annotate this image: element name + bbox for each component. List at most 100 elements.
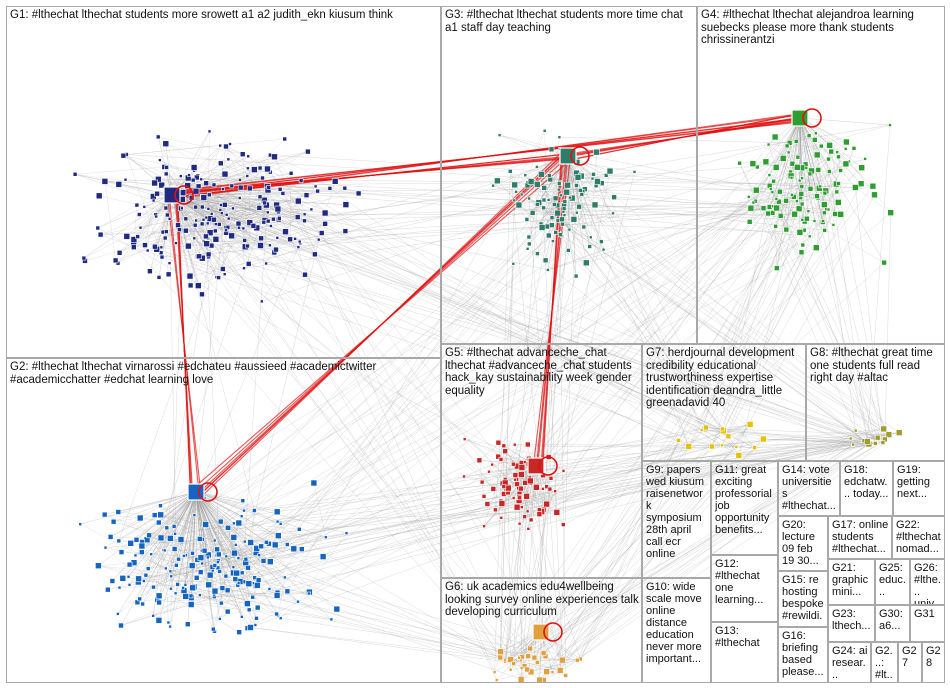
group-label-g31: G31 <box>914 608 935 620</box>
vertex-node <box>303 192 310 198</box>
group-box-g9[interactable]: G9: papers wed kiusum raisenetwork sympo… <box>642 461 711 578</box>
group-box-g26[interactable]: G26: #lthe... univ... <box>910 559 945 605</box>
edge <box>225 146 241 180</box>
vertex-node <box>269 224 273 228</box>
edge <box>530 465 537 520</box>
edge <box>141 551 228 612</box>
edge <box>192 491 197 588</box>
group-label-g21: G21: graphic mini... <box>832 562 869 598</box>
edge <box>539 191 773 510</box>
vertex-node <box>159 254 165 260</box>
group-box-g17[interactable]: G17: online students #lthechat... <box>828 516 892 559</box>
edge <box>195 491 235 554</box>
group-box-g10[interactable]: G10: wide scale move online distance edu… <box>642 578 711 683</box>
edge <box>161 207 777 258</box>
edge <box>559 185 577 671</box>
vertex-node <box>156 275 162 280</box>
edge <box>110 250 569 538</box>
vertex-node <box>135 234 140 239</box>
vertex-node <box>164 229 169 234</box>
edge <box>483 465 537 527</box>
edge <box>97 227 552 479</box>
vertex-node <box>199 177 203 182</box>
vertex-node <box>192 222 198 228</box>
vertex-node <box>231 206 235 211</box>
edge <box>738 186 803 456</box>
group-box-g30[interactable]: G30: a6... <box>875 605 910 642</box>
group-box-g7[interactable]: G7: herdjournal development credibility … <box>642 344 806 461</box>
group-box-g22[interactable]: G22: #lthechat nomad... <box>892 516 945 559</box>
vertex-node <box>315 188 320 194</box>
group-box-g15[interactable]: G15: re hosting bespoke #rewildi... <box>778 571 828 627</box>
vertex-node <box>134 599 141 606</box>
group-box-g12[interactable]: G12: #lthechat one learning... <box>711 555 778 622</box>
edge <box>175 242 531 649</box>
edge <box>269 230 346 246</box>
edge <box>504 204 538 662</box>
group-box-g16[interactable]: G16: briefing based please... <box>778 627 828 683</box>
edge <box>195 491 250 584</box>
edge <box>753 117 801 203</box>
group-box-g1[interactable]: G1: #lthechat lthechat students more sro… <box>6 6 441 358</box>
edge <box>171 194 291 240</box>
edge <box>141 521 278 547</box>
edge <box>118 184 257 229</box>
vertex-node <box>117 585 122 590</box>
vertex-node <box>251 166 258 173</box>
group-box-g20[interactable]: G20: lecture 09 feb 19 30... <box>778 516 828 571</box>
group-box-g28[interactable]: G28 <box>922 642 945 683</box>
edge <box>280 601 299 619</box>
edge <box>539 447 755 681</box>
group-box-g25[interactable]: G25: educ... <box>875 559 910 605</box>
edge <box>195 491 250 610</box>
group-box-g19[interactable]: G19: getting next... <box>893 461 945 516</box>
edge <box>195 491 227 577</box>
vertex-node <box>221 170 229 178</box>
group-box-g14[interactable]: G14: vote universities #lthechat... <box>778 461 840 516</box>
group-box-g18[interactable]: G18: edchatw... today... <box>840 461 893 516</box>
edge <box>723 430 869 445</box>
edge <box>580 438 764 660</box>
edge <box>799 117 827 210</box>
group-box-g4[interactable]: G4: #lthechat lthechat alejandroa learni… <box>697 6 945 344</box>
group-label-g12: G12: #lthechat one learning... <box>715 558 764 606</box>
edge <box>808 208 827 212</box>
group-box-g8[interactable]: G8: #lthechat great time one students fu… <box>806 344 945 461</box>
edge <box>763 438 868 442</box>
edge <box>171 151 308 196</box>
edge <box>576 162 889 435</box>
edge <box>198 207 203 257</box>
edge <box>518 500 540 515</box>
edge <box>504 482 526 662</box>
group-box-g23[interactable]: G23: lthech... <box>828 605 875 642</box>
group-box-g13[interactable]: G13: #lthechat <box>711 622 778 683</box>
edge <box>500 161 850 652</box>
edge <box>516 483 557 513</box>
edge <box>135 491 197 556</box>
group-box-g5[interactable]: G5: #lthechat advanceche_chat lthechat #… <box>441 344 642 578</box>
group-label-g1: G1: #lthechat lthechat students more sro… <box>10 9 393 21</box>
group-box-g6[interactable]: G6: uk academics edu4wellbeing looking s… <box>441 578 642 683</box>
edge <box>297 533 347 602</box>
group-box-g31[interactable]: G31 <box>910 605 945 642</box>
group-box-g27[interactable]: G27 <box>898 642 922 683</box>
group-box-g21[interactable]: G21: graphic mini... <box>828 559 875 605</box>
edge <box>195 491 255 511</box>
group-box-g2[interactable]: G2: #lthechat lthechat virnarossi #edcha… <box>6 358 441 683</box>
group-box-g29[interactable]: G2...: #lt... viva <box>871 642 898 683</box>
edge <box>313 208 800 484</box>
edge <box>171 194 262 239</box>
edge <box>97 170 195 229</box>
edge <box>495 491 556 510</box>
edge <box>148 548 294 569</box>
group-box-g3[interactable]: G3: #lthechat lthechat students more tim… <box>441 6 697 344</box>
edge <box>768 144 788 147</box>
group-box-g11[interactable]: G11: great exciting professorial job opp… <box>711 461 778 555</box>
group-label-g3: G3: #lthechat lthechat students more tim… <box>445 9 683 34</box>
vertex-node <box>167 261 172 265</box>
edge <box>245 562 277 615</box>
group-box-g24[interactable]: G24: ai resear... <box>828 642 871 683</box>
vertex-node <box>174 241 178 245</box>
edge <box>137 491 197 603</box>
edge <box>524 434 889 517</box>
